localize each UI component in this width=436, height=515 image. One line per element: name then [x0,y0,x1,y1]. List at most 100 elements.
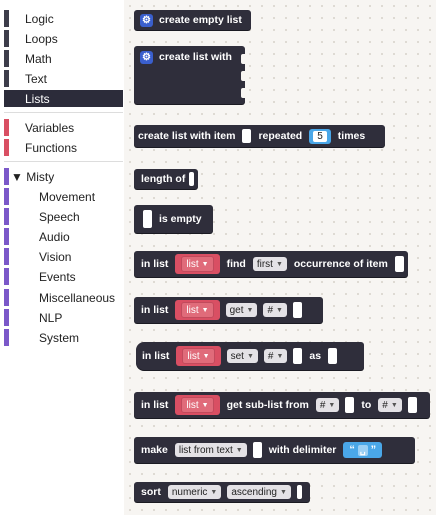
category-speech[interactable]: Speech [4,208,123,225]
dropdown-value: list [186,399,199,411]
input-socket[interactable] [252,442,262,458]
category-events[interactable]: Events [4,268,123,285]
category-label: Variables [25,120,75,135]
category-logic[interactable]: Logic [4,10,123,27]
category-color-bar [4,289,9,306]
chevron-down-icon: ▼ [276,306,283,314]
block-label: length of [141,173,186,185]
dropdown-value: list [186,258,199,270]
mode-dropdown[interactable]: set▼ [226,349,258,363]
category-vision[interactable]: Vision [4,248,123,265]
variable-block[interactable]: list▼ [176,346,221,366]
variable-block[interactable]: list▼ [175,395,220,415]
list-variable-dropdown[interactable]: list▼ [181,256,214,272]
category-label: System [39,330,80,345]
block-label: repeated [258,130,303,142]
chevron-down-icon: ▼ [202,352,210,360]
category-miscellaneous[interactable]: Miscellaneous [4,289,123,306]
number-value[interactable]: 5 [313,130,327,142]
chevron-down-icon: ▼ [210,488,218,496]
variable-block[interactable]: list▼ [175,254,220,274]
category-functions[interactable]: Functions [4,139,123,156]
block-is-empty[interactable]: is empty [134,205,213,233]
split-mode-dropdown[interactable]: list from text▼ [174,443,247,457]
category-color-bar [4,10,9,27]
input-socket[interactable] [242,129,252,143]
category-label: Math [25,51,52,66]
input-socket [241,71,246,81]
block-list-get[interactable]: in list list▼ get▼ #▼ [134,297,323,323]
block-list-set[interactable]: in list list▼ set▼ #▼ as [136,342,364,370]
dropdown-value: numeric [171,486,208,498]
category-color-bar [4,228,9,245]
chevron-down-icon: ▼ [328,401,336,409]
input-socket[interactable] [293,348,303,364]
block-label: as [309,350,322,362]
input-socket[interactable] [296,485,302,499]
index-type-dropdown[interactable]: #▼ [263,349,288,363]
category-audio[interactable]: Audio [4,228,123,245]
block-create-list-with-item[interactable]: create list with item repeated 5 times [134,125,385,147]
category-color-bar [4,309,9,326]
block-label: make [141,444,168,456]
chevron-down-icon: ▼ [276,352,284,360]
from-index-dropdown[interactable]: #▼ [315,398,340,412]
input-socket[interactable] [292,302,302,318]
block-label: times [337,130,366,142]
block-list-indexof[interactable]: in list list▼ find first▼ occurrence of … [134,251,408,277]
dropdown-value: first [256,258,273,270]
block-list-sublist[interactable]: in list list▼ get sub-list from #▼ to #▼ [134,392,430,418]
category-divider [4,161,123,162]
to-index-dropdown[interactable]: #▼ [378,398,402,412]
list-variable-dropdown[interactable]: list▼ [181,397,214,413]
space-icon[interactable]: ␣ [357,444,368,456]
chevron-down-icon: ▼ [246,306,254,314]
input-socket[interactable] [143,210,152,228]
category-label: Events [39,269,76,284]
index-type-dropdown[interactable]: #▼ [263,303,287,317]
list-variable-dropdown[interactable]: list▼ [182,348,215,364]
block-lists-sort[interactable]: sort numeric▼ ascending▼ [134,482,310,502]
category-lists[interactable]: Lists [4,90,123,107]
text-block[interactable]: “␣” [343,442,383,458]
block-label: in list [141,304,169,316]
category-label: Movement [39,189,96,204]
input-socket[interactable] [345,397,355,413]
input-socket[interactable] [328,348,338,364]
category-system[interactable]: System [4,329,123,346]
category-math[interactable]: Math [4,50,123,67]
category-misty[interactable]: ▼ Misty [4,168,123,185]
close-quote-icon: ” [370,444,377,456]
block-create-empty-list[interactable]: ⚙ create empty list [134,10,251,30]
dropdown-value: list [187,350,200,362]
sort-type-dropdown[interactable]: numeric▼ [167,485,222,499]
block-label: to [361,399,372,411]
dropdown-value: get [229,304,244,316]
category-movement[interactable]: Movement [4,188,123,205]
block-label: in list [141,258,169,270]
number-block[interactable]: 5 [309,128,331,144]
input-socket[interactable] [407,397,417,413]
variable-block[interactable]: list▼ [175,300,220,320]
gear-icon[interactable]: ⚙ [140,13,153,27]
category-variables[interactable]: Variables [4,119,123,136]
chevron-down-icon: ▼ [275,260,283,268]
category-color-bar [4,168,9,185]
block-workspace[interactable]: ⚙ create empty list ⚙ create list with c… [124,0,436,515]
mode-dropdown[interactable]: get▼ [225,303,258,317]
chevron-down-icon: ▼ [235,446,243,454]
category-text[interactable]: Text [4,70,123,87]
position-dropdown[interactable]: first▼ [252,257,287,271]
list-variable-dropdown[interactable]: list▼ [181,302,214,318]
block-lists-split[interactable]: make list from text▼ with delimiter “␣” [134,437,415,463]
sort-order-dropdown[interactable]: ascending▼ [227,485,291,499]
category-loops[interactable]: Loops [4,30,123,47]
block-create-list-with[interactable]: ⚙ create list with [134,46,246,104]
input-socket[interactable] [394,256,404,272]
input-socket[interactable] [189,172,195,186]
chevron-down-icon: ▼ [201,260,209,268]
block-label: create list with [159,51,232,63]
category-nlp[interactable]: NLP [4,309,123,326]
block-length-of[interactable]: length of [134,169,198,189]
gear-icon[interactable]: ⚙ [140,51,153,64]
